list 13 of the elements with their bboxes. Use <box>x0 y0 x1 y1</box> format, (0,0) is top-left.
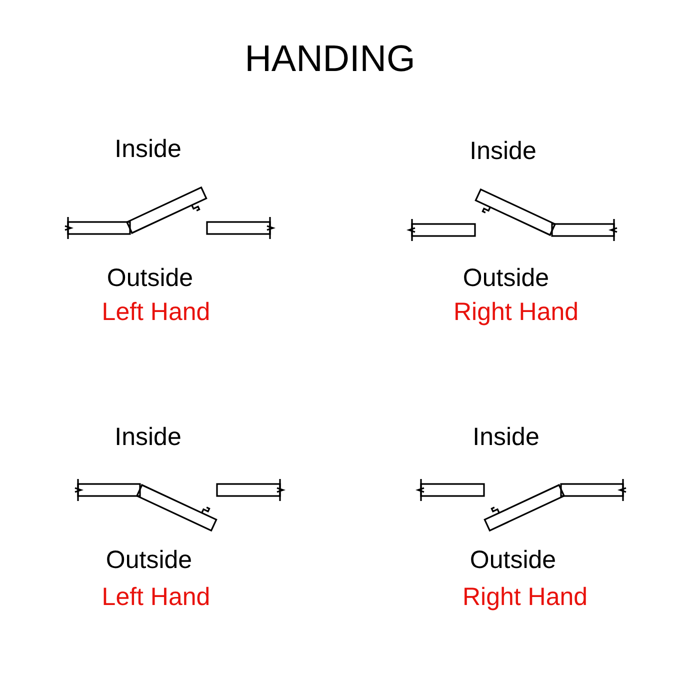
handing-label: Left Hand <box>102 300 210 325</box>
side-label: Inside <box>470 139 536 164</box>
side-label: Inside <box>114 137 182 162</box>
handing-label: Right Hand <box>462 585 588 610</box>
side-label: Outside <box>106 266 194 291</box>
title: HANDING <box>244 40 416 77</box>
handing-label: Left Hand <box>102 585 210 610</box>
side-label: Outside <box>462 266 550 291</box>
side-label: Inside <box>114 425 182 450</box>
side-label: Inside <box>472 425 540 450</box>
side-label: Outside <box>106 548 192 573</box>
side-label: Outside <box>470 548 556 573</box>
handing-label: Right Hand <box>453 300 579 325</box>
